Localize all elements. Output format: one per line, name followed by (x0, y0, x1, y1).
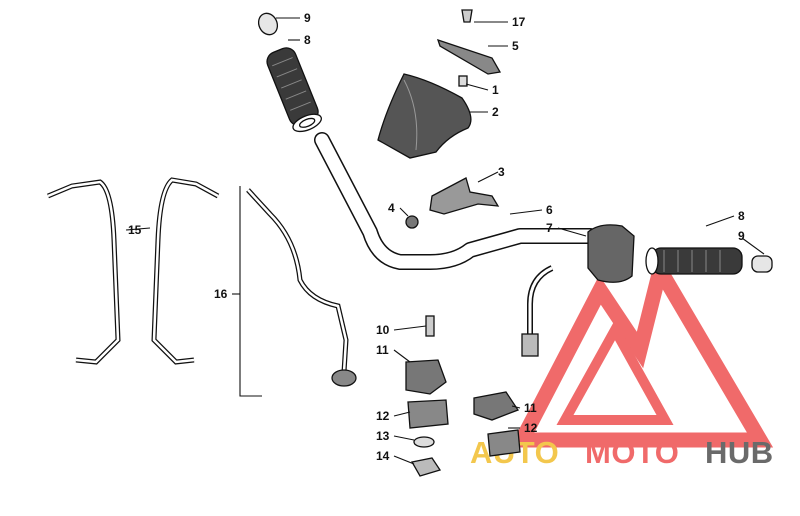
callout-1: 1 (492, 83, 499, 97)
brake-cables (47, 177, 220, 365)
handlebar (314, 132, 598, 270)
callout-7: 7 (546, 221, 553, 235)
callout-5: 5 (512, 39, 519, 53)
callout-13: 13 (376, 429, 390, 443)
callout-9-top: 9 (304, 11, 311, 25)
clamp-hardware (405, 315, 521, 477)
left-grip-assembly (257, 12, 322, 133)
lower-clamp-12-left (407, 399, 449, 429)
screw-1 (458, 75, 468, 87)
upper-clamp-11-right (473, 391, 519, 421)
guard-bracket-5 (436, 38, 502, 75)
callout-12-right: 12 (524, 421, 538, 435)
callout-14: 14 (376, 449, 390, 463)
watermark-moto: MOTO (585, 435, 679, 470)
callout-6: 6 (546, 203, 553, 217)
logo-triangle-outer (509, 250, 774, 448)
callout-16: 16 (214, 287, 228, 301)
callout-8-top: 8 (304, 33, 311, 47)
hand-guard-cover (377, 73, 472, 159)
callout-10: 10 (376, 323, 390, 337)
bolt-10 (425, 315, 435, 337)
callout-9-right: 9 (738, 229, 745, 243)
throttle-housing (521, 224, 635, 357)
watermark-hub: HUB (705, 435, 774, 470)
callout-8-right: 8 (738, 209, 745, 223)
logo-triangle-inner (556, 319, 674, 425)
washer-13 (413, 436, 435, 448)
mount-bracket-3 (429, 177, 500, 215)
right-grip-assembly (645, 247, 773, 275)
spacer-4 (405, 215, 419, 229)
throttle-cable (239, 186, 357, 397)
callout-3: 3 (498, 165, 505, 179)
callout-15: 15 (128, 223, 142, 237)
watermark-logo: AUTO MOTO HUB (470, 250, 774, 470)
callout-4: 4 (388, 201, 395, 215)
callout-2: 2 (492, 105, 499, 119)
grip-right (651, 247, 743, 275)
callout-labels: 9 8 17 5 1 2 3 4 6 7 8 9 15 16 10 11 12 … (128, 11, 745, 463)
nut-14 (410, 457, 442, 477)
lower-clamp-12-right (487, 429, 521, 457)
leader-lines (125, 17, 765, 465)
callout-11-left: 11 (376, 343, 389, 357)
end-cap-right (751, 255, 773, 273)
callout-12-left: 12 (376, 409, 390, 423)
callout-11-right: 11 (524, 401, 537, 415)
push-fastener-17 (461, 9, 473, 23)
end-cap-left (257, 12, 279, 36)
callout-17: 17 (512, 15, 526, 29)
upper-clamp-11-left (405, 359, 447, 395)
